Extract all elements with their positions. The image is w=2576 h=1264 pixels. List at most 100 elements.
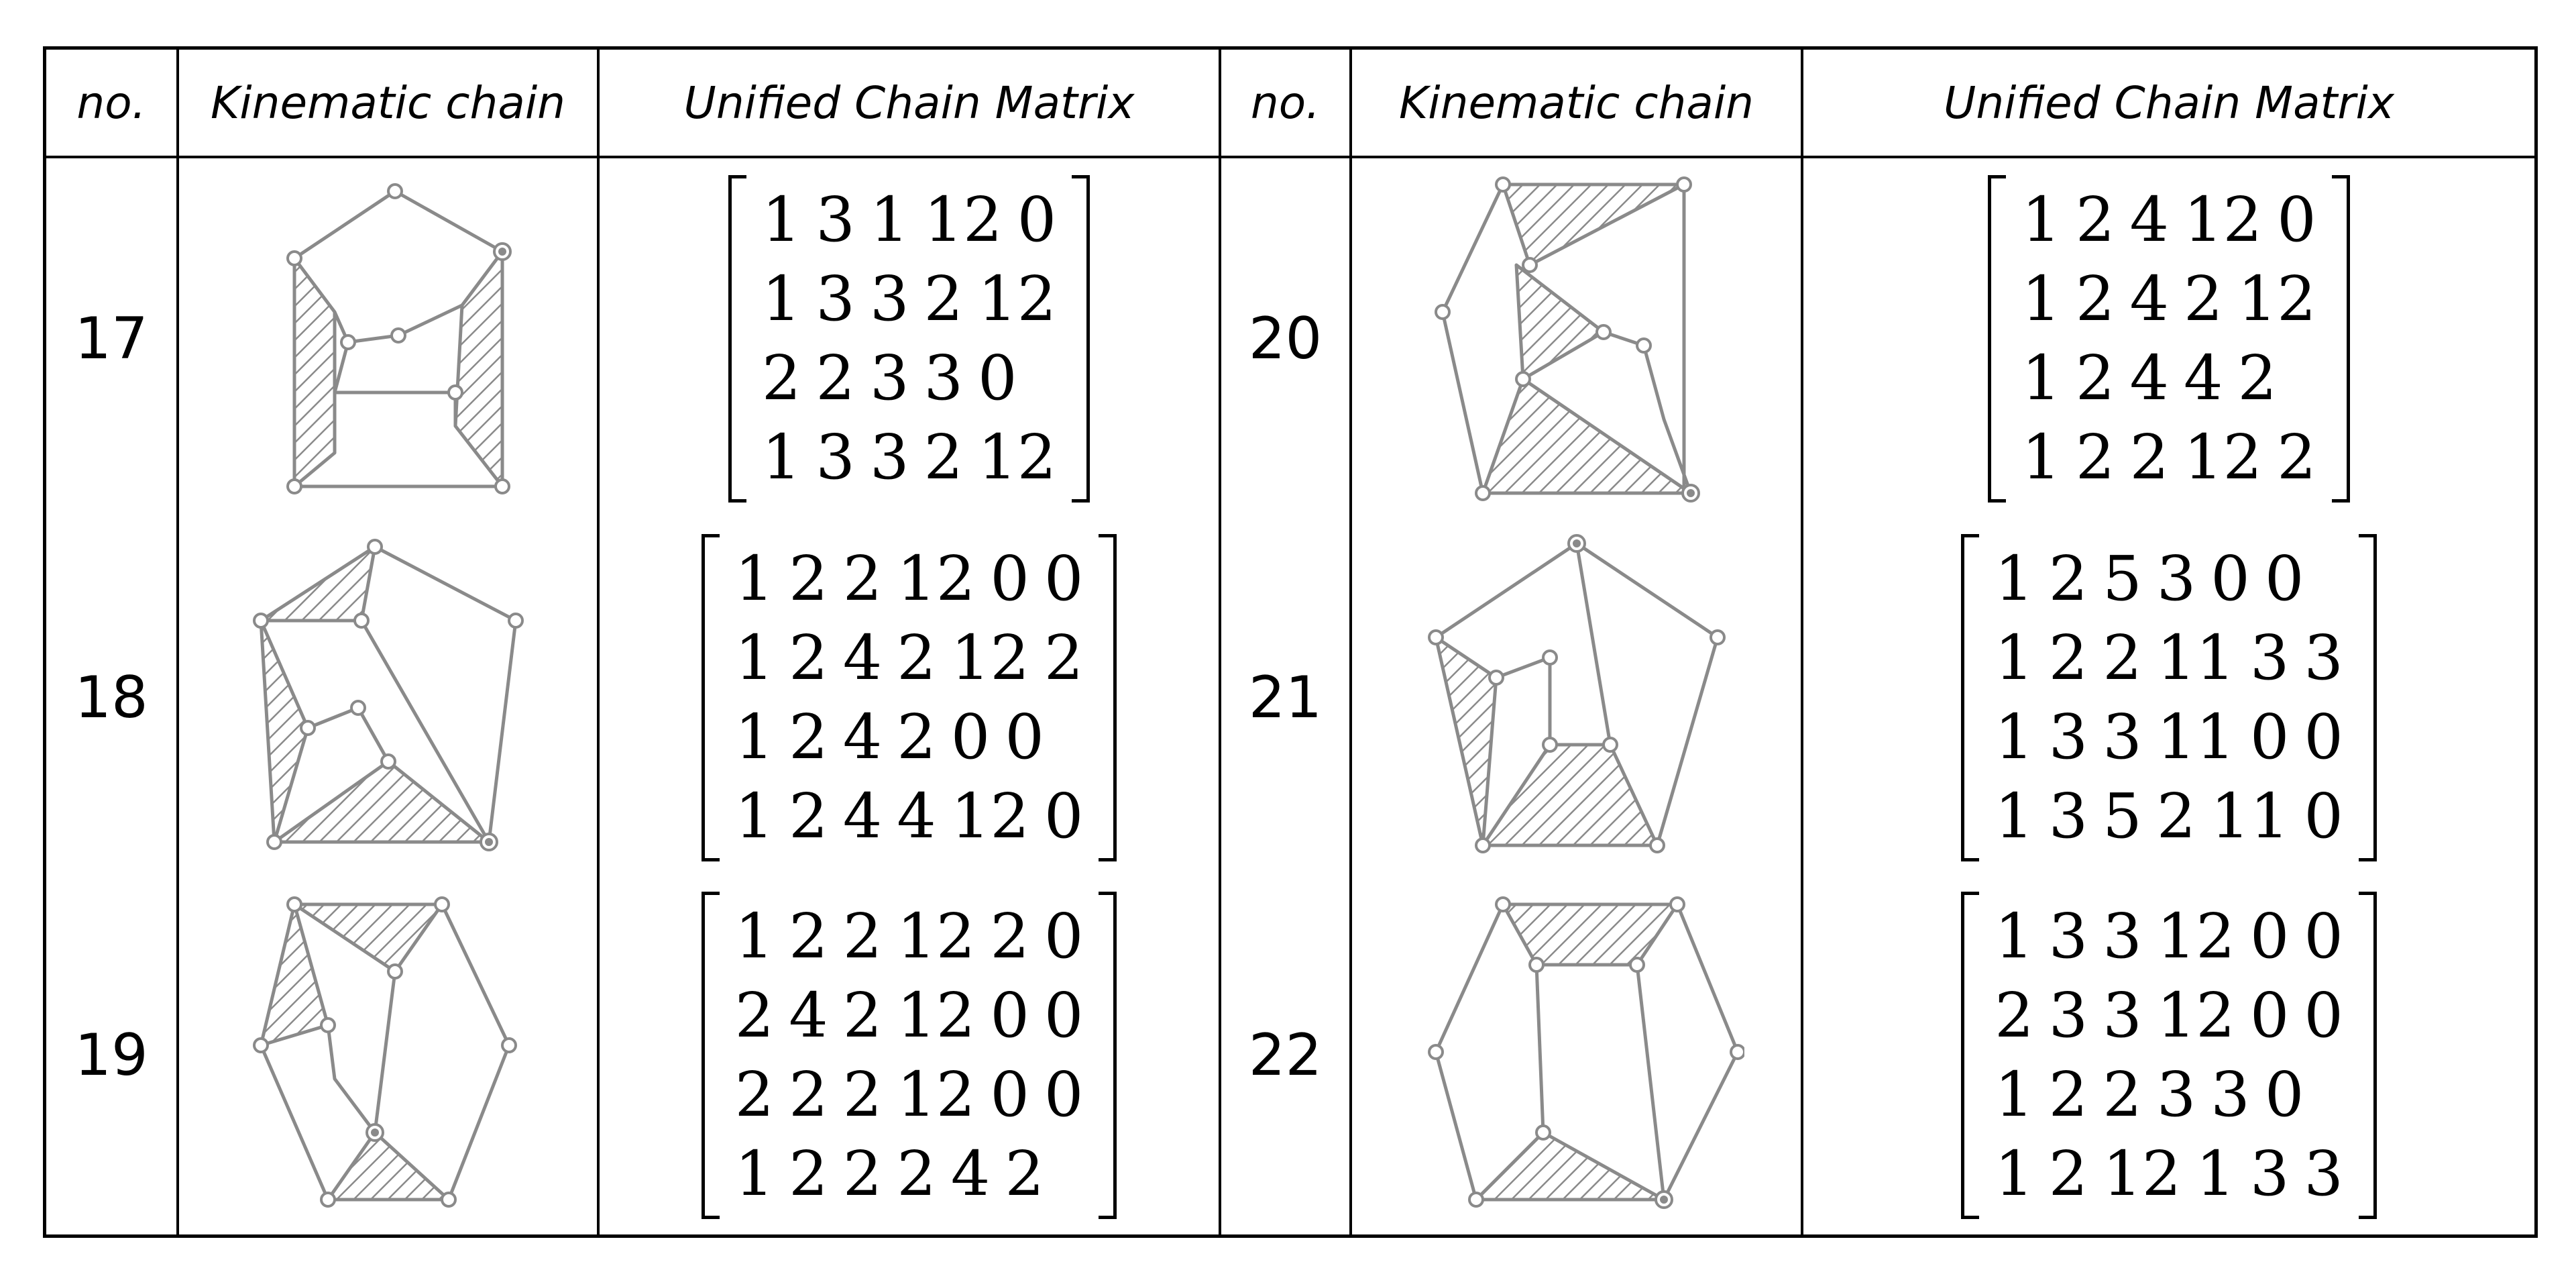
matrix-entry: 2 — [761, 342, 801, 414]
matrix-entry: 11 — [2156, 622, 2235, 694]
matrix-entry: 4 — [2129, 263, 2169, 335]
matrix-entry: 0 — [2304, 900, 2343, 972]
matrix-entry: 2 — [1995, 980, 2034, 1051]
matrix-entry: 1 — [869, 184, 909, 256]
matrix-entry: 2 — [897, 622, 936, 694]
row-number-17: 17 — [46, 158, 179, 519]
matrix-entry: 2 — [789, 543, 828, 615]
row-number-20: 20 — [1221, 158, 1352, 519]
matrix-entry: 3 — [2048, 980, 2088, 1051]
matrix-entry: 12 — [2156, 980, 2235, 1051]
header-no-right: no. — [1221, 50, 1352, 158]
matrix-entry: 2 — [897, 701, 936, 773]
matrix-entry: 1 — [1995, 622, 2034, 694]
matrix-entry: 0 — [1005, 701, 1044, 773]
matrix-entry: 4 — [2129, 342, 2169, 414]
matrix-entry: 0 — [1044, 543, 1084, 615]
matrix-entry: 3 — [2048, 780, 2088, 852]
matrix-entry: 1 — [761, 421, 801, 493]
matrix-entry: 2 — [2184, 263, 2223, 335]
matrix-entry: 3 — [816, 184, 855, 256]
matrix-entry: 2 — [2103, 622, 2142, 694]
matrix-entry: 1 — [1995, 701, 2034, 773]
row-number-19: 19 — [46, 876, 179, 1234]
matrix-entry: 3 — [2103, 900, 2142, 972]
matrix-entry: 0 — [990, 1059, 1029, 1130]
matrix-entry: 4 — [897, 780, 936, 852]
matrix-entry: 0 — [978, 342, 1017, 414]
matrix-entry: 12 — [923, 184, 1003, 256]
matrix-entry: 1 — [1995, 1138, 2034, 1210]
matrix-entry: 2 — [2075, 342, 2115, 414]
matrix-entry: 3 — [2048, 701, 2088, 773]
matrix-entry: 4 — [2184, 342, 2223, 414]
row-number-21: 21 — [1221, 519, 1352, 876]
matrix-entry: 2 — [1005, 1138, 1044, 1210]
matrix-entry: 0 — [2304, 780, 2343, 852]
matrix-entry: 1 — [734, 900, 775, 972]
matrix-entry: 2 — [2048, 1059, 2088, 1130]
matrix-entry: 12 — [978, 263, 1057, 335]
matrix-entry: 1 — [1995, 900, 2034, 972]
matrix-entry: 2 — [734, 980, 775, 1051]
matrix-entry: 0 — [2304, 980, 2343, 1051]
matrix-entry: 2 — [2075, 184, 2115, 256]
matrix-entry: 2 — [842, 1138, 883, 1210]
matrix-entry: 1 — [1995, 780, 2034, 852]
matrix-entry: 0 — [2264, 1059, 2304, 1130]
header-unified-chain-matrix-right: Unified Chain Matrix — [1803, 50, 2534, 158]
matrix-entry: 1 — [734, 622, 775, 694]
matrix-entry: 4 — [789, 980, 828, 1051]
matrix-entry: 2 — [2075, 421, 2115, 493]
matrix-entry: 2 — [789, 1059, 828, 1130]
matrix-entry: 0 — [2277, 184, 2316, 256]
matrix-entry: 1 — [1995, 1059, 2034, 1130]
matrix-entry: 3 — [2103, 701, 2142, 773]
kinematic-chain-17-figure — [179, 158, 600, 519]
matrix-entry: 1 — [734, 701, 775, 773]
matrix-entry: 2 — [2048, 543, 2088, 615]
matrix-entry: 0 — [1044, 900, 1084, 972]
matrix-entry: 2 — [789, 622, 828, 694]
matrix-entry: 0 — [2249, 980, 2290, 1051]
matrix-entry: 1 — [734, 1138, 775, 1210]
kinematic-chain-18-figure — [179, 519, 600, 876]
matrix-entry: 0 — [950, 701, 991, 773]
matrix-entry: 2 — [734, 1059, 775, 1130]
matrix-entry: 4 — [842, 701, 883, 773]
kinematic-chain-table: no. Kinematic chain Unified Chain Matrix… — [43, 46, 2538, 1238]
matrix-entry: 2 — [2156, 780, 2196, 852]
matrix-entry: 2 — [789, 780, 828, 852]
matrix-entry: 3 — [2156, 1059, 2196, 1130]
matrix-entry: 3 — [869, 342, 909, 414]
kinematic-chain-22-figure — [1352, 876, 1803, 1234]
matrix-entry: 0 — [2304, 701, 2343, 773]
matrix-entry: 5 — [2103, 543, 2142, 615]
row-number-22: 22 — [1221, 876, 1352, 1234]
matrix-entry: 1 — [2021, 342, 2061, 414]
kinematic-chain-20-figure — [1352, 158, 1803, 519]
matrix-entry: 2 — [842, 900, 883, 972]
